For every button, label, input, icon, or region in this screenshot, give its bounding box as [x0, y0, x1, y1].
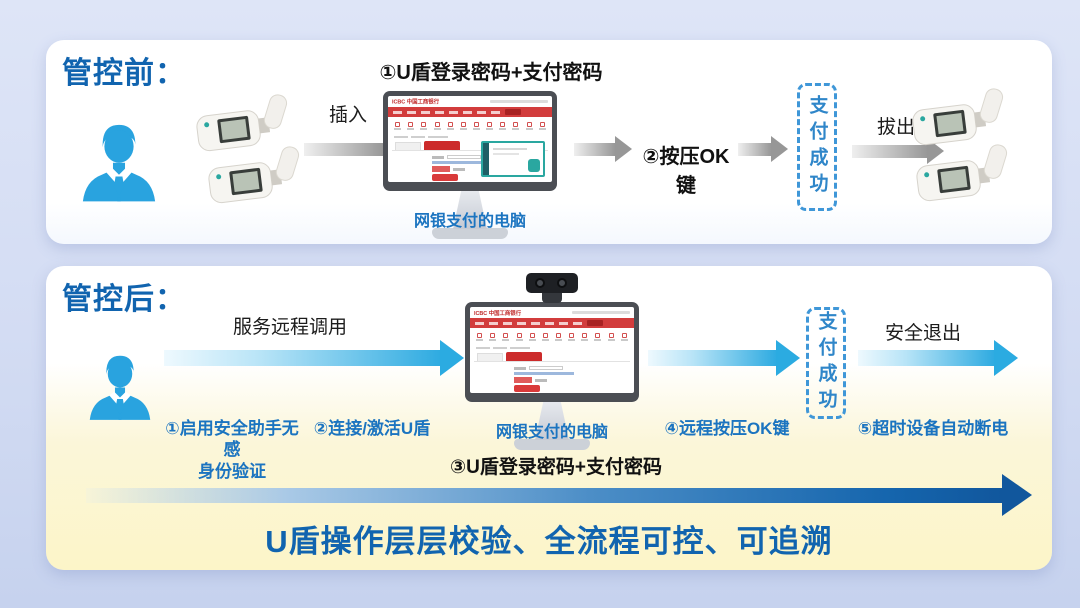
pullout-arrow	[852, 138, 944, 164]
panel-before-control: 管控前： 插入	[46, 40, 1052, 244]
step1-caption: ①U盾登录密码+支付密码	[379, 62, 603, 84]
summary-arrow	[86, 474, 1032, 516]
usb-token-icon	[916, 144, 1008, 202]
step3-label: ③U盾登录密码+支付密码	[450, 457, 662, 478]
monitor-base	[432, 228, 508, 239]
usb-token-icon	[912, 88, 1004, 146]
remote-call-label: 服务远程调用	[232, 317, 347, 338]
payment-success-box: 支付成功	[806, 307, 846, 419]
step4-label: ④远程按压OK键	[664, 419, 790, 438]
panel-after-control: 管控后： 服务远程调用 ICBC 中国工商银行	[46, 266, 1052, 570]
safe-exit-label: 安全退出	[884, 323, 961, 344]
online-banking-computer: ICBC 中国工商银行	[465, 273, 639, 450]
bank-screen: ICBC 中国工商银行	[388, 96, 552, 182]
pullout-label: 拔出	[876, 117, 915, 138]
computer-caption: 网银支付的电脑	[413, 213, 526, 230]
user-person-icon	[89, 355, 151, 420]
step5-label: ⑤超时设备自动断电	[857, 419, 1009, 438]
flow-arrow	[738, 136, 788, 162]
panel-before-title: 管控前：	[62, 57, 186, 90]
slogan: U盾操作层层校验、全流程可控、可追溯	[265, 524, 833, 559]
flow-arrow	[574, 136, 632, 162]
payment-success-box: 支付成功	[797, 83, 837, 211]
user-person-icon	[82, 124, 156, 202]
usb-token-icon	[208, 146, 300, 204]
flow-arrow	[648, 340, 800, 376]
insert-label: 插入	[328, 105, 367, 126]
usb-key-prompt-popup	[481, 141, 545, 177]
step2-caption: ②按压OK键	[642, 146, 730, 197]
online-banking-computer: ICBC 中国工商银行	[383, 91, 557, 239]
panel-after-title: 管控后：	[62, 283, 186, 316]
monitor-frame: ICBC 中国工商银行	[465, 302, 639, 402]
safe-exit-arrow	[858, 340, 1018, 376]
monitor-frame: ICBC 中国工商银行	[383, 91, 557, 191]
bank-brand: ICBC 中国工商银行	[392, 100, 440, 106]
computer-caption: 网银支付的电脑	[495, 424, 608, 441]
webcam-icon	[526, 273, 578, 303]
step1-label: ①启用安全助手无感 身份验证	[165, 419, 299, 481]
bank-screen: ICBC 中国工商银行	[470, 307, 634, 393]
ok-key-icon	[528, 159, 540, 172]
remote-call-arrow	[164, 340, 464, 376]
bank-brand: ICBC 中国工商银行	[474, 311, 522, 317]
monitor-base	[514, 439, 590, 450]
step2-label: ②连接/激活U盾	[313, 419, 431, 438]
usb-token-icon	[196, 94, 288, 152]
